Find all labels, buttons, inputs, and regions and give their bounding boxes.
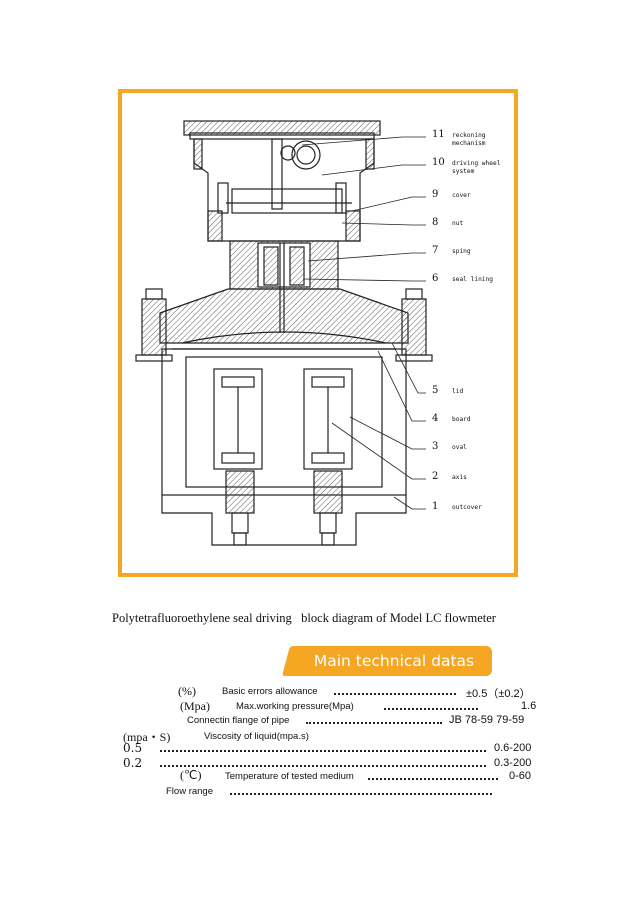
temperature-label: Temperature of tested medium — [225, 771, 354, 782]
part-label: outcover — [452, 504, 482, 511]
part-number: 11 — [432, 129, 445, 140]
part-label: system — [452, 168, 475, 175]
leader-lines — [301, 136, 426, 510]
part-number: 10 — [432, 157, 445, 168]
viscosity-unit: (mpa・S) — [123, 730, 171, 744]
part-label: nut — [452, 220, 463, 227]
part-number: 7 — [432, 245, 438, 256]
viscosity-label: Viscosity of liquid(mpa.s) — [204, 731, 309, 742]
part-label: driving wheel — [452, 160, 501, 167]
part-label: seal lining — [452, 276, 493, 283]
dot-leader — [160, 748, 486, 752]
main-cover — [135, 288, 433, 362]
flow-label: Flow range — [166, 786, 213, 797]
part-label: axis — [452, 474, 467, 481]
basic-errors-label: Basic errors allowance — [222, 686, 318, 697]
section-title-badge: Main technical datas — [296, 646, 492, 676]
part-label: oval — [452, 444, 467, 451]
part-label: board — [452, 416, 471, 423]
part-number: 9 — [432, 189, 438, 200]
part-label: reckoning — [452, 132, 486, 139]
dot-leader — [334, 691, 456, 695]
viscosity-row1-value: 0.6-200 — [494, 742, 532, 754]
pressure-label: Max.working pressure(Mpa) — [236, 701, 354, 712]
part-label: cover — [452, 192, 471, 199]
part-label: sping — [452, 248, 471, 255]
dot-leader — [306, 720, 442, 724]
dot-leader — [368, 776, 498, 780]
dot-leader — [160, 763, 486, 767]
dot-leader — [384, 706, 478, 710]
temperature-unit: (℃) — [180, 768, 202, 782]
part-number: 8 — [432, 217, 438, 228]
part-number: 3 — [432, 441, 438, 452]
part-number: 5 — [432, 385, 438, 396]
part-number: 6 — [432, 273, 438, 284]
flange-label: Connectin flange of pipe — [187, 715, 290, 726]
top-housing — [183, 120, 381, 242]
part-label: lid — [452, 388, 463, 395]
temperature-value: 0-60 — [509, 770, 532, 782]
dot-leader — [230, 791, 492, 795]
pressure-value: 1.6 — [521, 700, 537, 712]
pressure-unit: (Mpa) — [180, 699, 210, 713]
basic-errors-unit: (%) — [178, 684, 196, 698]
viscosity-row2-value: 0.3-200 — [494, 757, 532, 769]
flange-value: JB 78-59 79-59 — [449, 714, 525, 726]
measuring-chamber — [161, 348, 407, 546]
figure-caption: Polytetrafluoroethylene seal driving blo… — [112, 611, 496, 625]
seal-neck — [229, 240, 339, 333]
viscosity-row2-prefix: 0.2 — [123, 756, 143, 770]
basic-errors-value: ±0.5（±0.2） — [466, 688, 531, 700]
part-number: 4 — [432, 413, 438, 424]
part-number: 1 — [432, 501, 438, 512]
part-label: mechanism — [452, 140, 486, 147]
section-title: Main technical datas — [313, 652, 475, 670]
part-number: 2 — [432, 471, 438, 482]
viscosity-row1-prefix: 0.5 — [123, 741, 143, 755]
